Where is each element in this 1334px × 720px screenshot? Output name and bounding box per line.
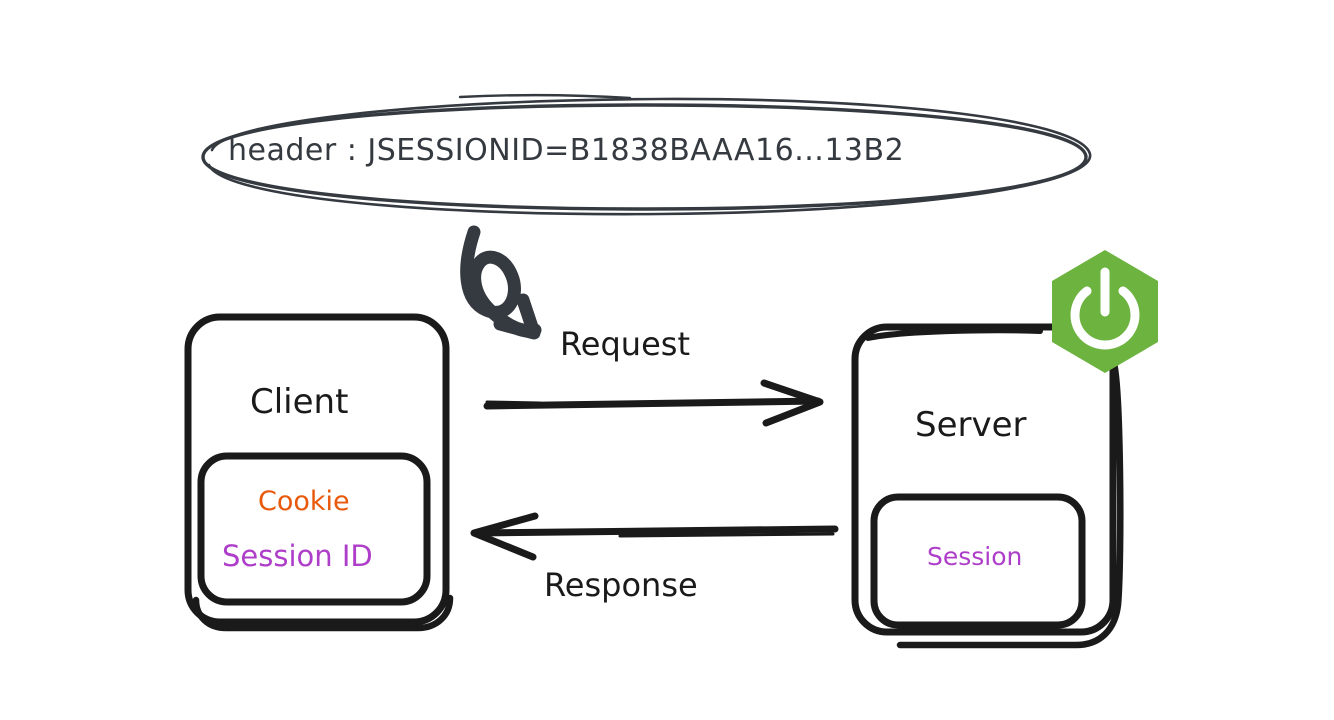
request-arrow bbox=[483, 379, 824, 427]
response-arrow bbox=[470, 512, 839, 561]
spring-boot-power-icon bbox=[1052, 250, 1158, 373]
header-ellipse bbox=[201, 93, 1092, 216]
client-cookie-box[interactable] bbox=[197, 452, 431, 606]
server-session-box[interactable] bbox=[870, 493, 1086, 629]
curly-pointer-arrow-icon bbox=[460, 225, 542, 340]
